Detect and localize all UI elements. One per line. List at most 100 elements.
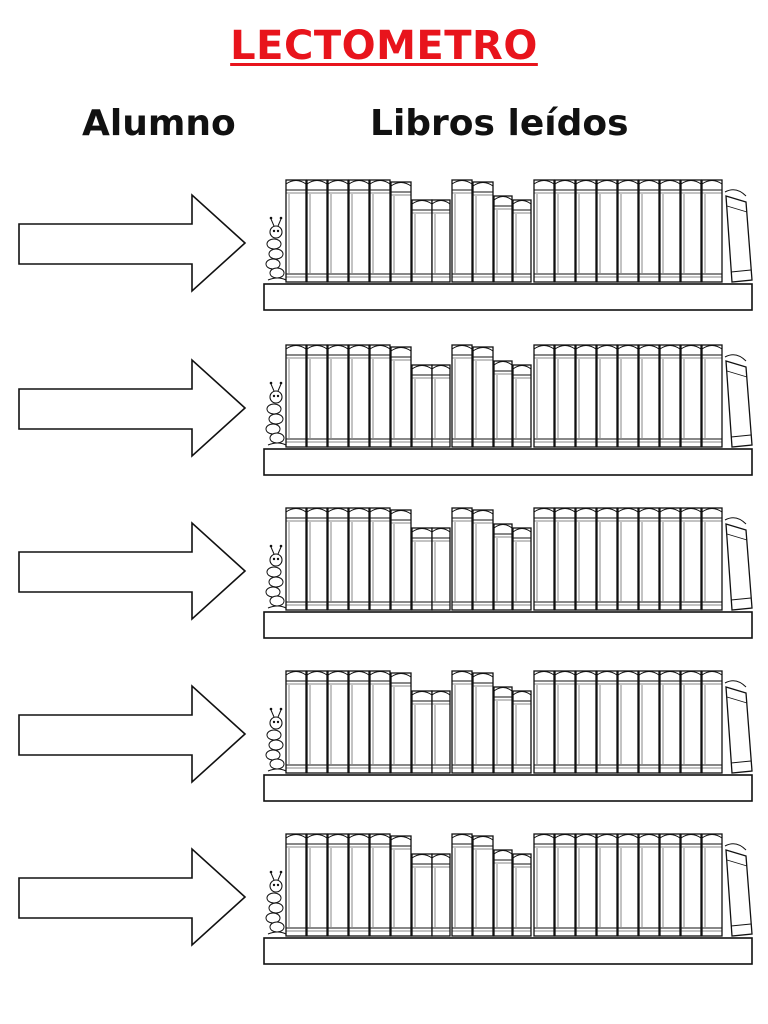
reading-row xyxy=(0,826,768,986)
book xyxy=(680,344,702,448)
book xyxy=(512,199,532,283)
book xyxy=(575,179,597,283)
book xyxy=(659,833,681,937)
book xyxy=(638,344,660,448)
book xyxy=(472,672,494,774)
book xyxy=(659,670,681,774)
book xyxy=(411,199,433,283)
book xyxy=(680,179,702,283)
book xyxy=(575,507,597,611)
bookworm-icon xyxy=(265,381,287,446)
book xyxy=(390,346,412,448)
book xyxy=(451,507,473,611)
book xyxy=(431,364,451,448)
book xyxy=(575,833,597,937)
book xyxy=(285,670,307,774)
book xyxy=(617,833,639,937)
book xyxy=(554,344,576,448)
book xyxy=(285,344,307,448)
column-header-books: Libros leídos xyxy=(370,103,629,144)
book xyxy=(533,670,555,774)
book xyxy=(327,179,349,283)
book xyxy=(512,527,532,611)
book xyxy=(348,670,370,774)
book xyxy=(659,507,681,611)
book xyxy=(390,181,412,283)
book xyxy=(701,833,723,937)
book xyxy=(285,833,307,937)
book xyxy=(493,523,513,611)
book xyxy=(369,670,391,774)
book xyxy=(348,507,370,611)
book xyxy=(431,527,451,611)
right-arrow-icon xyxy=(18,847,247,947)
book xyxy=(554,179,576,283)
book xyxy=(369,507,391,611)
book xyxy=(285,507,307,611)
book xyxy=(659,179,681,283)
book xyxy=(348,833,370,937)
book xyxy=(724,517,753,611)
book xyxy=(348,344,370,448)
bookworm-icon xyxy=(265,216,287,281)
book xyxy=(554,833,576,937)
book xyxy=(617,344,639,448)
book xyxy=(306,179,328,283)
book xyxy=(554,507,576,611)
book xyxy=(596,179,618,283)
book xyxy=(390,672,412,774)
right-arrow-icon xyxy=(18,684,247,784)
book xyxy=(306,670,328,774)
book xyxy=(724,680,753,774)
book xyxy=(390,835,412,937)
book xyxy=(533,344,555,448)
bookshelf xyxy=(258,172,756,318)
book xyxy=(493,360,513,448)
book xyxy=(411,690,433,774)
book xyxy=(680,507,702,611)
book xyxy=(680,833,702,937)
book xyxy=(512,364,532,448)
page-title: LECTOMETRO xyxy=(230,23,538,69)
bookworm-icon xyxy=(265,544,287,609)
book xyxy=(659,344,681,448)
book xyxy=(306,344,328,448)
book xyxy=(369,833,391,937)
book xyxy=(369,344,391,448)
book xyxy=(701,344,723,448)
book xyxy=(512,853,532,937)
book xyxy=(451,833,473,937)
book xyxy=(348,179,370,283)
book xyxy=(472,509,494,611)
book xyxy=(724,189,753,283)
book xyxy=(472,181,494,283)
book xyxy=(390,509,412,611)
book xyxy=(451,670,473,774)
reading-row xyxy=(0,337,768,497)
bookshelf xyxy=(258,500,756,646)
right-arrow-icon xyxy=(18,521,247,621)
reading-row xyxy=(0,172,768,332)
book xyxy=(533,507,555,611)
book xyxy=(493,686,513,774)
book xyxy=(306,507,328,611)
book xyxy=(724,354,753,448)
book xyxy=(554,670,576,774)
book xyxy=(431,199,451,283)
book xyxy=(638,179,660,283)
book xyxy=(617,507,639,611)
book xyxy=(701,507,723,611)
book xyxy=(493,849,513,937)
book xyxy=(451,344,473,448)
book xyxy=(701,179,723,283)
book xyxy=(596,833,618,937)
book xyxy=(327,670,349,774)
book xyxy=(472,835,494,937)
bookshelf xyxy=(258,826,756,972)
book xyxy=(411,527,433,611)
book xyxy=(327,344,349,448)
right-arrow-icon xyxy=(18,358,247,458)
book xyxy=(327,507,349,611)
book xyxy=(533,833,555,937)
book xyxy=(680,670,702,774)
